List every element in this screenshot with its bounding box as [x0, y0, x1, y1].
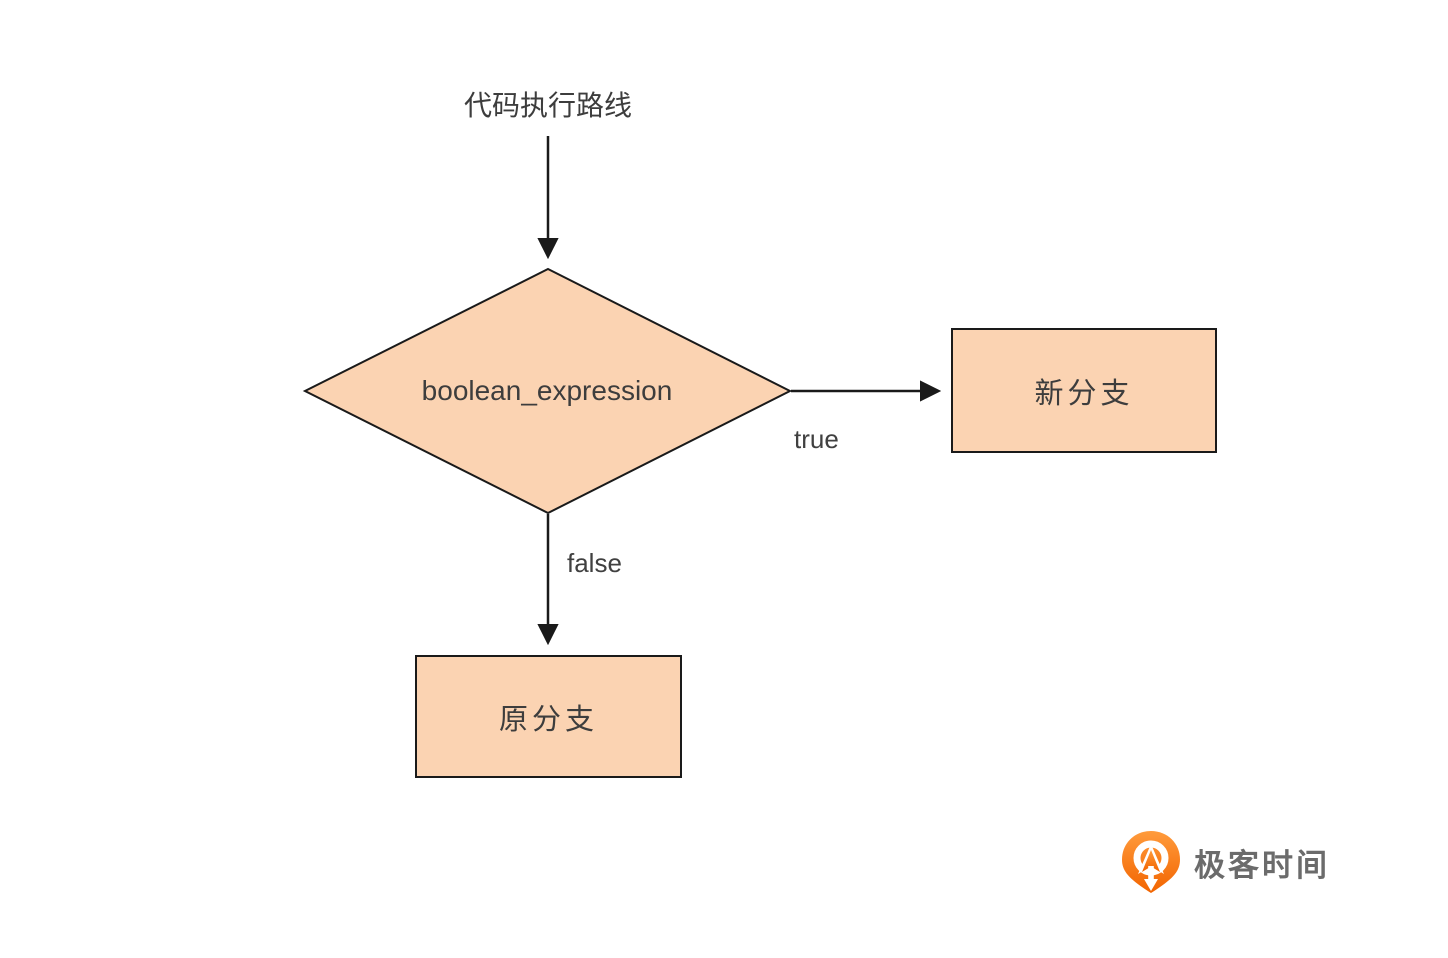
geektime-pin-icon — [1122, 831, 1180, 893]
geektime-logo: 极客时间 — [1120, 830, 1330, 894]
geektime-logo-text: 极客时间 — [1194, 847, 1330, 883]
diagram-title: 代码执行路线 — [463, 90, 632, 121]
edge-label-true: true — [794, 424, 839, 454]
decision-diamond-shape — [302, 267, 793, 515]
node-original-branch: 原分支 — [415, 655, 682, 778]
edge-label-false: false — [567, 548, 622, 578]
node-new-branch: 新分支 — [951, 328, 1217, 453]
